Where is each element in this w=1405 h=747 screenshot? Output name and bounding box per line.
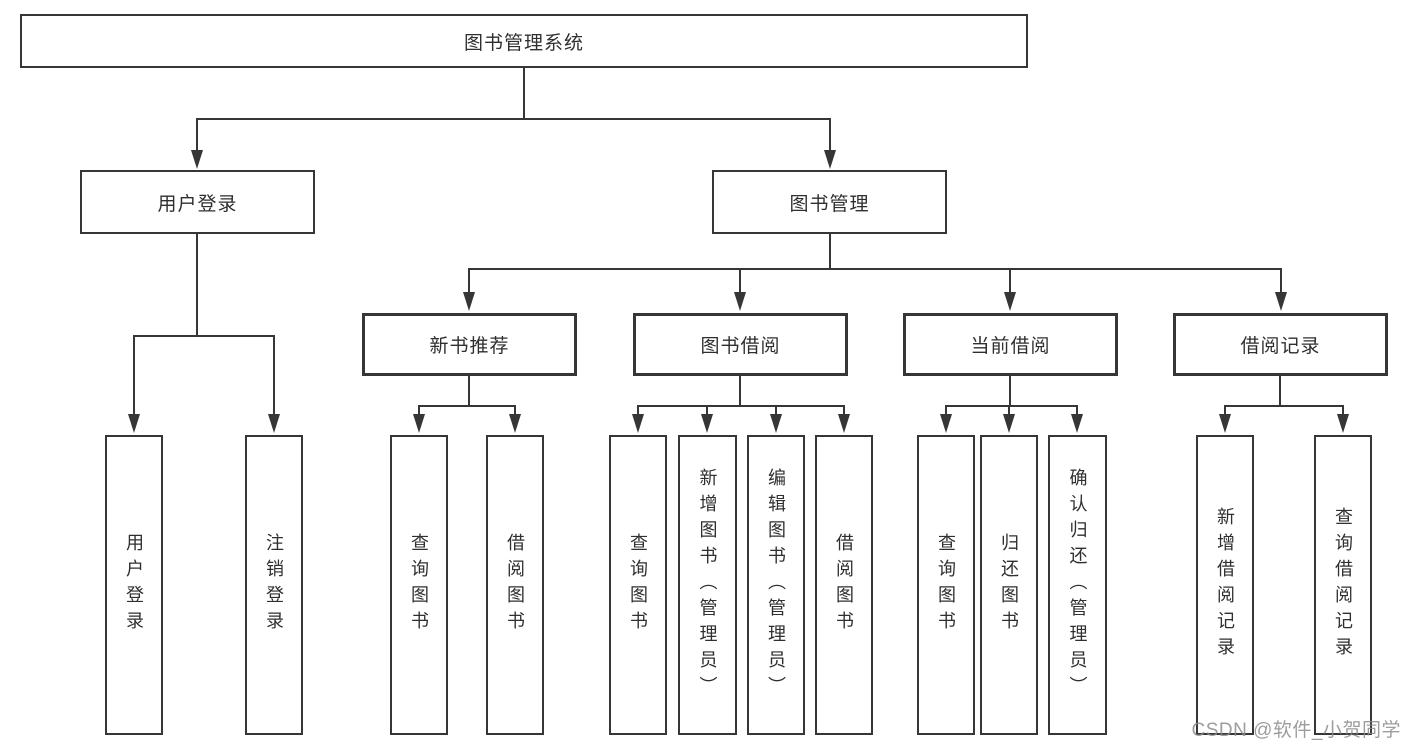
leaf-label: 借阅图书 xyxy=(505,533,525,637)
connector-current-borrow-rail xyxy=(945,405,1078,407)
arrow-to-current-borrow xyxy=(1004,268,1016,311)
leaf-label: 查询图书 xyxy=(409,533,429,637)
leaf-label: 借阅图书 xyxy=(834,533,854,637)
connector-user-login-stem xyxy=(196,234,198,337)
connector-book-borrow-stem xyxy=(739,376,741,407)
leaf-label: 查询借阅记录 xyxy=(1333,507,1353,663)
connector-current-borrow-stem xyxy=(1009,376,1011,407)
node-label: 图书借阅 xyxy=(700,336,781,357)
leaf-query-books-borrow: 查询图书 xyxy=(609,435,667,735)
leaf-return-books: 归还图书 xyxy=(980,435,1038,735)
leaf-add-books-admin: 新增图书（管理员） xyxy=(678,435,737,735)
connector-new-book-recommend-rail xyxy=(418,405,516,407)
arrow-to-leaf-logout xyxy=(268,335,280,433)
leaf-edit-books-admin: 编辑图书（管理员） xyxy=(747,435,805,735)
arrow-to-leaf-borrow-books-c xyxy=(838,405,850,433)
leaf-label: 查询图书 xyxy=(936,533,956,637)
leaf-query-books-recommend: 查询图书 xyxy=(390,435,448,735)
node-current-borrow: 当前借阅 xyxy=(903,313,1118,376)
node-label: 用户登录 xyxy=(157,193,238,215)
arrow-to-leaf-add-borrow-record xyxy=(1219,405,1231,433)
node-label: 借阅记录 xyxy=(1240,336,1321,357)
connector-level2-rail xyxy=(196,118,830,120)
node-user-login: 用户登录 xyxy=(80,170,315,234)
leaf-query-books-current: 查询图书 xyxy=(917,435,975,735)
node-book-management: 图书管理 xyxy=(712,170,947,234)
connector-book-management-stem xyxy=(829,234,831,270)
leaf-label: 归还图书 xyxy=(999,533,1019,637)
arrow-to-new-book-recommend xyxy=(463,268,475,311)
arrow-to-leaf-query-books-d xyxy=(940,405,952,433)
node-label: 图书管理系统 xyxy=(463,32,584,54)
connector-level3-rail xyxy=(468,268,1282,270)
arrow-to-leaf-query-books-b xyxy=(413,405,425,433)
arrow-to-leaf-query-books-c xyxy=(632,405,644,433)
leaf-user-login: 用户登录 xyxy=(105,435,163,735)
arrow-to-leaf-query-borrow-record xyxy=(1337,405,1349,433)
connector-user-login-rail xyxy=(133,335,275,337)
connector-new-book-recommend-stem xyxy=(468,376,470,407)
leaf-label: 新增图书（管理员） xyxy=(697,468,718,702)
connector-borrow-records-rail xyxy=(1224,405,1343,407)
leaf-confirm-return-admin: 确认归还（管理员） xyxy=(1048,435,1107,735)
arrow-to-leaf-confirm-return xyxy=(1071,405,1083,433)
arrow-to-leaf-borrow-books-b xyxy=(509,405,521,433)
leaf-query-borrow-record: 查询借阅记录 xyxy=(1314,435,1372,735)
leaf-label: 查询图书 xyxy=(628,533,648,637)
arrow-to-borrow-records xyxy=(1275,268,1287,311)
arrow-to-leaf-user-login xyxy=(128,335,140,433)
arrow-to-book-borrow xyxy=(734,268,746,311)
arrow-to-leaf-return-books xyxy=(1003,405,1015,433)
node-label: 新书推荐 xyxy=(429,336,510,357)
leaf-borrow-books-recommend: 借阅图书 xyxy=(486,435,544,735)
node-library-management-system: 图书管理系统 xyxy=(20,14,1028,68)
node-new-book-recommend: 新书推荐 xyxy=(362,313,577,376)
node-borrow-records: 借阅记录 xyxy=(1173,313,1388,376)
node-label: 图书管理 xyxy=(789,193,870,215)
leaf-label: 新增借阅记录 xyxy=(1215,507,1235,663)
node-label: 当前借阅 xyxy=(970,336,1051,357)
arrow-to-leaf-edit-books xyxy=(770,405,782,433)
leaf-borrow-books-borrow: 借阅图书 xyxy=(815,435,873,735)
leaf-label: 注销登录 xyxy=(264,533,284,637)
leaf-logout: 注销登录 xyxy=(245,435,303,735)
arrow-to-user-login xyxy=(191,118,203,169)
leaf-label: 编辑图书（管理员） xyxy=(766,468,786,702)
leaf-add-borrow-record: 新增借阅记录 xyxy=(1196,435,1254,735)
arrow-to-leaf-add-books xyxy=(701,405,713,433)
arrow-to-book-management xyxy=(824,118,836,169)
leaf-label: 用户登录 xyxy=(124,533,144,637)
connector-root-stem xyxy=(523,68,525,120)
csdn-watermark: CSDN @软件_小贺同学 xyxy=(1191,720,1401,741)
node-book-borrow: 图书借阅 xyxy=(633,313,848,376)
leaf-label: 确认归还（管理员） xyxy=(1067,468,1088,702)
connector-borrow-records-stem xyxy=(1279,376,1281,407)
connector-book-borrow-rail xyxy=(637,405,845,407)
